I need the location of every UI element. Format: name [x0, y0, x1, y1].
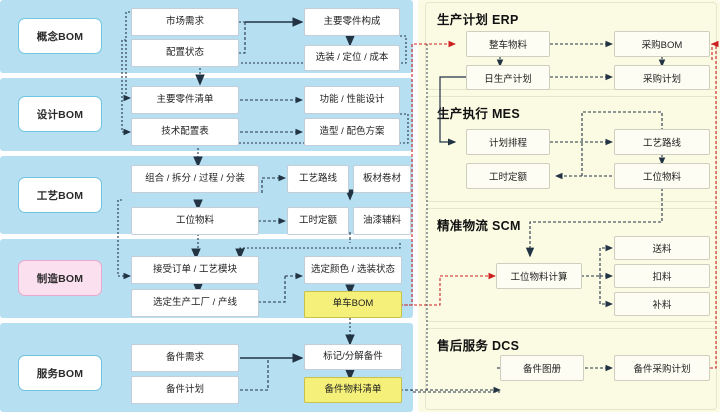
node-purchase-bom[interactable]: 采购BOM [614, 31, 710, 57]
node-mark-decompose-spare-part[interactable]: 标记/分解备件 [304, 344, 402, 370]
node-main-part-composition[interactable]: 主要零件构成 [304, 8, 400, 36]
node-vehicle-material[interactable]: 整车物料 [466, 31, 550, 57]
node-spare-part-purchase-plan[interactable]: 备件采购计划 [614, 355, 710, 381]
node-config-status[interactable]: 配置状态 [131, 39, 239, 67]
node-paint-auxiliary-material[interactable]: 油漆辅料 [353, 207, 411, 235]
node-station-material-calculation[interactable]: 工位物料计算 [496, 263, 582, 289]
node-single-vehicle-bom[interactable]: 单车BOM [304, 291, 402, 318]
bom-pill-design[interactable]: 设计BOM [18, 96, 102, 132]
node-spare-part-plan[interactable]: 备件计划 [131, 376, 239, 404]
bom-pill-concept[interactable]: 概念BOM [18, 18, 102, 54]
node-tech-config-table[interactable]: 技术配置表 [131, 118, 239, 146]
erp-section-title: 生产计划 ERP [437, 13, 519, 27]
node-plan-scheduling[interactable]: 计划排程 [466, 129, 550, 155]
node-select-plant-line[interactable]: 选定生产工厂 / 产线 [131, 289, 259, 317]
node-purchase-plan[interactable]: 采购计划 [614, 65, 710, 90]
node-mes-station-material[interactable]: 工位物料 [614, 163, 710, 189]
node-styling-color-scheme[interactable]: 造型 / 配色方案 [304, 118, 400, 146]
node-option-position-cost[interactable]: 选装 / 定位 / 成本 [304, 45, 400, 71]
node-mes-labor-hour-quota[interactable]: 工时定额 [466, 163, 550, 189]
dcs-section-title: 售后服务 DCS [437, 339, 520, 353]
node-station-material[interactable]: 工位物料 [131, 207, 259, 235]
node-labor-hour-quota[interactable]: 工时定额 [287, 207, 349, 235]
node-spare-part-bom-list[interactable]: 备件物料清单 [304, 377, 402, 403]
node-market-demand[interactable]: 市场需求 [131, 8, 239, 36]
node-combine-split-process-subassembly[interactable]: 组合 / 拆分 / 过程 / 分装 [131, 165, 259, 193]
node-accept-order-process-module[interactable]: 接受订单 / 工艺模块 [131, 256, 259, 284]
node-replenish-material[interactable]: 补料 [614, 292, 710, 316]
node-select-color-option-status[interactable]: 选定颜色 / 选装状态 [304, 256, 402, 284]
node-function-performance-design[interactable]: 功能 / 性能设计 [304, 86, 400, 114]
node-deduct-material[interactable]: 扣料 [614, 264, 710, 288]
node-mes-process-route[interactable]: 工艺路线 [614, 129, 710, 155]
node-spare-part-catalog[interactable]: 备件图册 [500, 355, 584, 381]
node-sheet-coil-material[interactable]: 板材卷材 [353, 165, 411, 193]
mes-section-title: 生产执行 MES [437, 107, 520, 121]
bom-pill-service[interactable]: 服务BOM [18, 355, 102, 391]
node-daily-production-plan[interactable]: 日生产计划 [466, 65, 550, 90]
bom-pill-manufacturing[interactable]: 制造BOM [18, 260, 102, 296]
node-spare-part-demand[interactable]: 备件需求 [131, 344, 239, 372]
node-deliver-material[interactable]: 送料 [614, 236, 710, 260]
node-main-part-list[interactable]: 主要零件清单 [131, 86, 239, 114]
node-process-route[interactable]: 工艺路线 [287, 165, 349, 193]
scm-section-title: 精准物流 SCM [437, 219, 521, 233]
bom-pill-process[interactable]: 工艺BOM [18, 177, 102, 213]
